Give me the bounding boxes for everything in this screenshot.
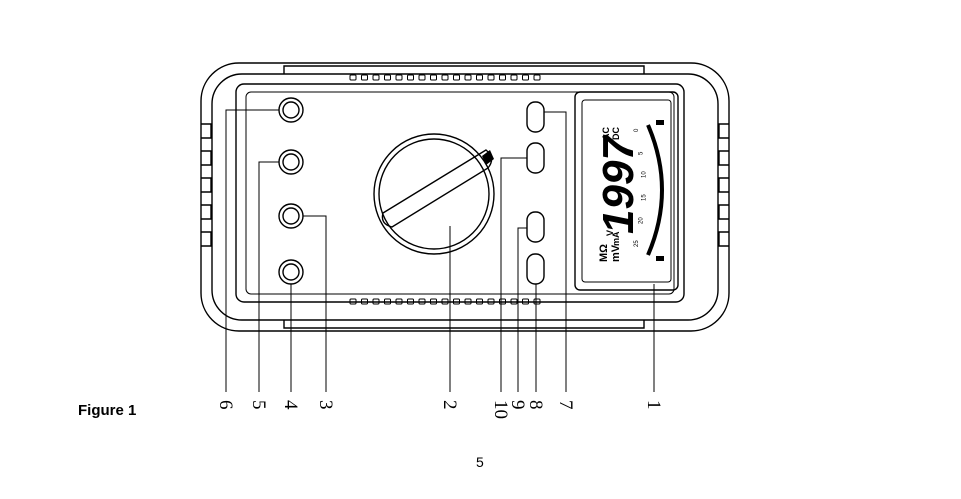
input-terminals (279, 98, 303, 284)
vent-slot (431, 75, 437, 80)
vent-slot (362, 75, 368, 80)
bargraph-arc (648, 125, 662, 255)
scale-tick-label: 25 (634, 240, 640, 247)
callout-8: 8 (525, 400, 546, 410)
terminal-4 (279, 260, 303, 284)
callout-5: 5 (248, 400, 269, 410)
vent-slot (454, 75, 460, 80)
page-number: 5 (476, 454, 484, 470)
vent-slot (500, 75, 506, 80)
vent-slot (373, 75, 379, 80)
lcd-unit-v: V (605, 230, 615, 236)
callout-9: 9 (507, 400, 528, 410)
vent-slot (350, 75, 356, 80)
button-10 (527, 143, 544, 173)
vent-slot (408, 75, 414, 80)
vent-slot (488, 75, 494, 80)
lcd-indicator-ac: AC (601, 127, 611, 140)
callout-6: 6 (215, 400, 236, 410)
lcd-reading: 1997 (594, 134, 643, 234)
scale-tick-label: 0 (634, 128, 640, 132)
terminal-3 (279, 204, 303, 228)
callout-numbers: 6 5 4 3 2 10 9 8 7 1 (215, 400, 664, 419)
holster-outline (201, 63, 729, 331)
vent-slot (442, 75, 448, 80)
vent-slot (465, 75, 471, 80)
terminal-6 (279, 98, 303, 122)
vent-slot (396, 75, 402, 80)
vent-slot (477, 75, 483, 80)
lcd-unit-mohm: MΩ (598, 244, 610, 262)
knob-pointer (482, 150, 494, 165)
vent-slot (385, 75, 391, 80)
vent-slot (419, 75, 425, 80)
top-vent-slots (350, 75, 540, 80)
button-9 (527, 212, 544, 242)
rotary-selector-knob (374, 134, 494, 254)
callout-7: 7 (555, 400, 576, 410)
vent-slot (511, 75, 517, 80)
callout-4: 4 (280, 400, 301, 410)
figure-label: Figure 1 (78, 402, 136, 419)
terminal-5 (279, 150, 303, 174)
leader-lines (226, 110, 654, 392)
vent-slot (534, 75, 540, 80)
callout-3: 3 (315, 400, 336, 410)
button-8 (527, 254, 544, 284)
lcd-indicator-dc: DC (611, 127, 621, 140)
callout-1: 1 (643, 400, 664, 410)
vent-slot (523, 75, 529, 80)
button-7 (527, 102, 544, 132)
callout-2: 2 (439, 400, 460, 410)
push-buttons (527, 102, 544, 284)
